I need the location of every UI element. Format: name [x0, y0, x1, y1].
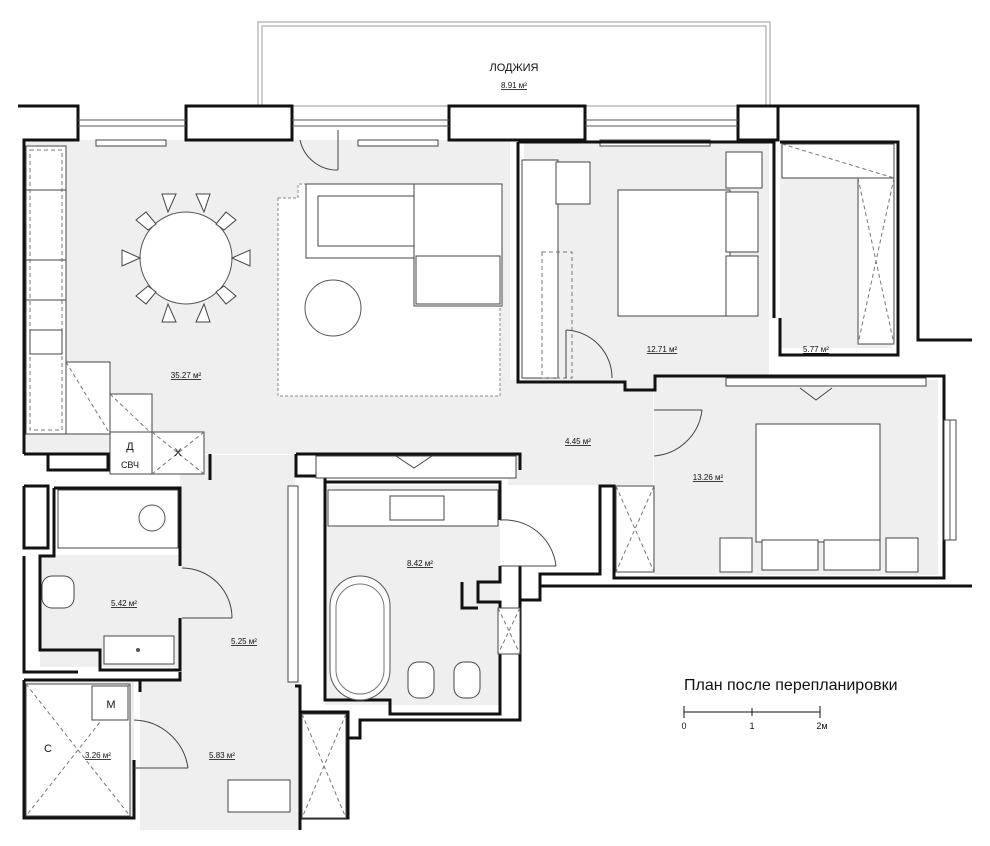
walls: [18, 104, 972, 830]
small-bathroom-area: 5.42 м²: [111, 599, 137, 608]
dining-table: [121, 193, 251, 323]
bedroom2-area: 13.26 м²: [693, 473, 724, 482]
entry-area: 5.83 м²: [209, 751, 235, 760]
fridge-unit: [151, 431, 205, 475]
scale-tick-0: 0: [681, 721, 686, 731]
bed2: [755, 423, 881, 543]
closet1-area: 5.77 м²: [803, 345, 829, 354]
corridor-area: 5.25 м²: [231, 637, 257, 646]
big-bathroom-fixtures: [315, 455, 557, 701]
loggia: [257, 21, 771, 107]
bed1: [617, 189, 731, 317]
microwave-label: СВЧ: [121, 460, 139, 470]
kitchen-cabinets: [25, 145, 205, 475]
closet1-wardrobe: [781, 143, 895, 345]
bedroom2-furniture: [615, 377, 927, 573]
fridge-label: Х: [174, 447, 182, 459]
bedroom1-area: 12.71 м²: [647, 345, 678, 354]
big-bathroom-area: 8.42 м²: [407, 559, 433, 568]
loggia-name: ЛОДЖИЯ: [490, 62, 539, 74]
hall-area: 4.45 м²: [565, 437, 591, 446]
living-area: 35.27 м²: [171, 371, 202, 380]
storage-area: 3.26 м²: [85, 751, 111, 760]
bathtub: [329, 575, 391, 701]
balcony-door: [299, 130, 339, 171]
oven-label: Д: [126, 441, 134, 453]
scale-tick-1: 1: [749, 721, 754, 731]
scale-tick-2: 2м: [816, 721, 827, 731]
plan-title: План после перепланировки: [684, 677, 898, 694]
small-bathroom-fixtures: [41, 489, 233, 665]
sofa: [304, 183, 503, 337]
oven-microwave-unit: [109, 431, 153, 475]
storage-room: [25, 683, 131, 817]
bedroom1-furniture: [521, 151, 763, 379]
corridor-entry: [133, 485, 347, 819]
dryer-label: С: [44, 743, 52, 755]
room-labels: ЛОДЖИЯ 8.91 м² 35.27 м² 12.71 м² 5.77 м²…: [44, 62, 829, 760]
washer-label: М: [106, 699, 115, 711]
loggia-area: 8.91 м²: [501, 81, 527, 90]
plan-legend: План после перепланировки 0 1 2м: [681, 677, 897, 731]
